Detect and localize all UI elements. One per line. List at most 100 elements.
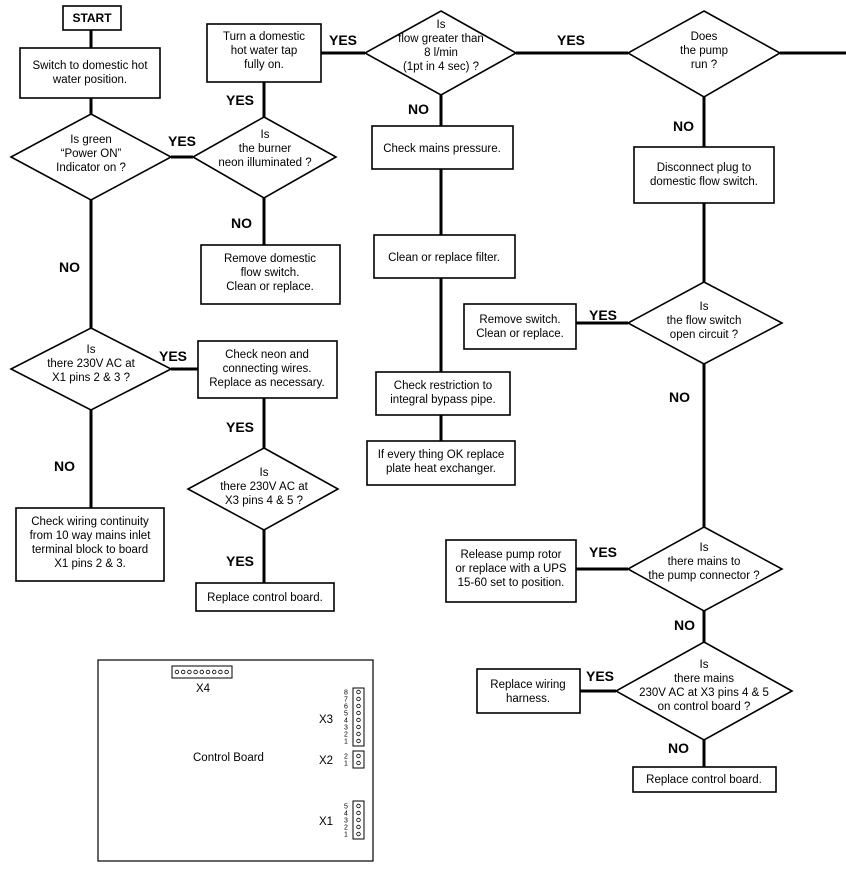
label-no: NO (54, 458, 75, 474)
box-clean-filter (373, 234, 516, 279)
box-check-mains-text: Check mains pressure. (383, 143, 501, 155)
connector-pin-number: 8 (344, 690, 348, 697)
label-yes: YES (586, 668, 614, 684)
box-remove-switch (463, 303, 577, 350)
text-line: Replace wiring (490, 679, 565, 691)
text-line: Check neon and (225, 349, 309, 361)
text-line: Is (261, 129, 270, 141)
box-release-rotor (445, 539, 577, 603)
label-yes: YES (159, 348, 187, 364)
decision-x3-230v-text: Is there 230V AC at X3 pins 4 & 5 ? (220, 467, 308, 507)
label-yes: YES (226, 553, 254, 569)
connector-pin (174, 669, 180, 675)
text-line: there mains to (668, 556, 741, 568)
text-line: fully on. (244, 59, 284, 71)
connector-x4-pins (174, 669, 229, 675)
label-yes: YES (226, 419, 254, 435)
control-board-outline (97, 659, 374, 862)
connector-x2-label: X2 (319, 755, 333, 767)
text-line: 8 l/min (424, 47, 458, 59)
text-line: Does (691, 31, 718, 43)
connector-x4-label: X4 (196, 683, 211, 695)
box-remove-switch-text: Remove switch.Clean or replace. (476, 314, 564, 340)
text-line: Is (87, 344, 96, 356)
label-no: NO (673, 118, 694, 134)
text-line: Is (437, 19, 446, 31)
label-no: NO (668, 740, 689, 756)
text-line: Is (700, 301, 709, 313)
connector-pin (180, 669, 186, 675)
text-line: Remove switch. (479, 314, 560, 326)
box-check-mains (371, 125, 514, 170)
label-yes: YES (329, 32, 357, 48)
text-line: flow switch. (241, 267, 300, 279)
text-line: water position. (52, 74, 127, 86)
text-line: terminal block to board (32, 544, 148, 556)
connector-x2 (352, 750, 365, 769)
connector-pin (356, 803, 361, 809)
connector-pin (356, 738, 361, 744)
box-replace-harness (476, 668, 581, 714)
connector-pin (356, 824, 361, 830)
connector-x3 (352, 687, 365, 747)
connector-pin-number: 1 (344, 739, 348, 746)
connector-pin-number: 1 (344, 761, 348, 768)
text-line: Is (260, 467, 269, 479)
text-line: domestic flow switch. (650, 176, 758, 188)
connector-pin-number: 5 (344, 711, 348, 718)
connector-pin-number: 5 (344, 804, 348, 811)
box-replace-harness-text: Replace wiring harness. (490, 679, 565, 705)
connector-pin (218, 669, 223, 675)
text-line: “Power ON” (61, 148, 122, 160)
connector-lines (89, 30, 846, 767)
text-line: on control board ? (658, 701, 751, 713)
text-line: Replace as necessary. (209, 377, 324, 389)
text-line: Indicator on ? (56, 162, 126, 174)
connector-pin (356, 696, 361, 702)
label-no: NO (231, 215, 252, 231)
connector-pin-number: 3 (344, 818, 348, 825)
text-line: Is (700, 659, 709, 671)
connector-pin (356, 689, 361, 695)
label-yes: YES (168, 133, 196, 149)
text-line: there 230V AC at (220, 481, 308, 493)
box-replace-board-right-text: Replace control board. (646, 774, 762, 786)
text-line: from 10 way mains inlet (30, 530, 152, 542)
text-line: there mains (674, 673, 734, 685)
text-line: X3 pins 4 & 5 ? (225, 495, 303, 507)
box-check-wiring (15, 507, 165, 582)
connector-pin (193, 669, 198, 675)
start-terminal (62, 5, 122, 31)
text-line: Is (700, 542, 709, 554)
text-line: harness. (506, 693, 550, 705)
label-no: NO (669, 389, 690, 405)
decision-flow-switch-open (626, 281, 784, 365)
text-line: Is green (70, 134, 112, 146)
label-yes: YES (589, 307, 617, 323)
connector-pin (356, 717, 361, 723)
connector-pin (356, 817, 361, 823)
connector-pin-number: 6 (344, 704, 348, 711)
box-replace-board-right (632, 766, 777, 793)
label-yes: YES (226, 92, 254, 108)
connector-pin (356, 710, 361, 716)
decision-x3-230v (186, 447, 340, 531)
box-turn-tap (206, 23, 322, 83)
connector-x2-pins: 21 (344, 754, 361, 768)
box-switch-dhw (19, 47, 161, 99)
box-replace-board-left-text: Replace control board. (207, 592, 323, 604)
label-no: NO (59, 259, 80, 275)
decision-power-on (9, 113, 173, 201)
